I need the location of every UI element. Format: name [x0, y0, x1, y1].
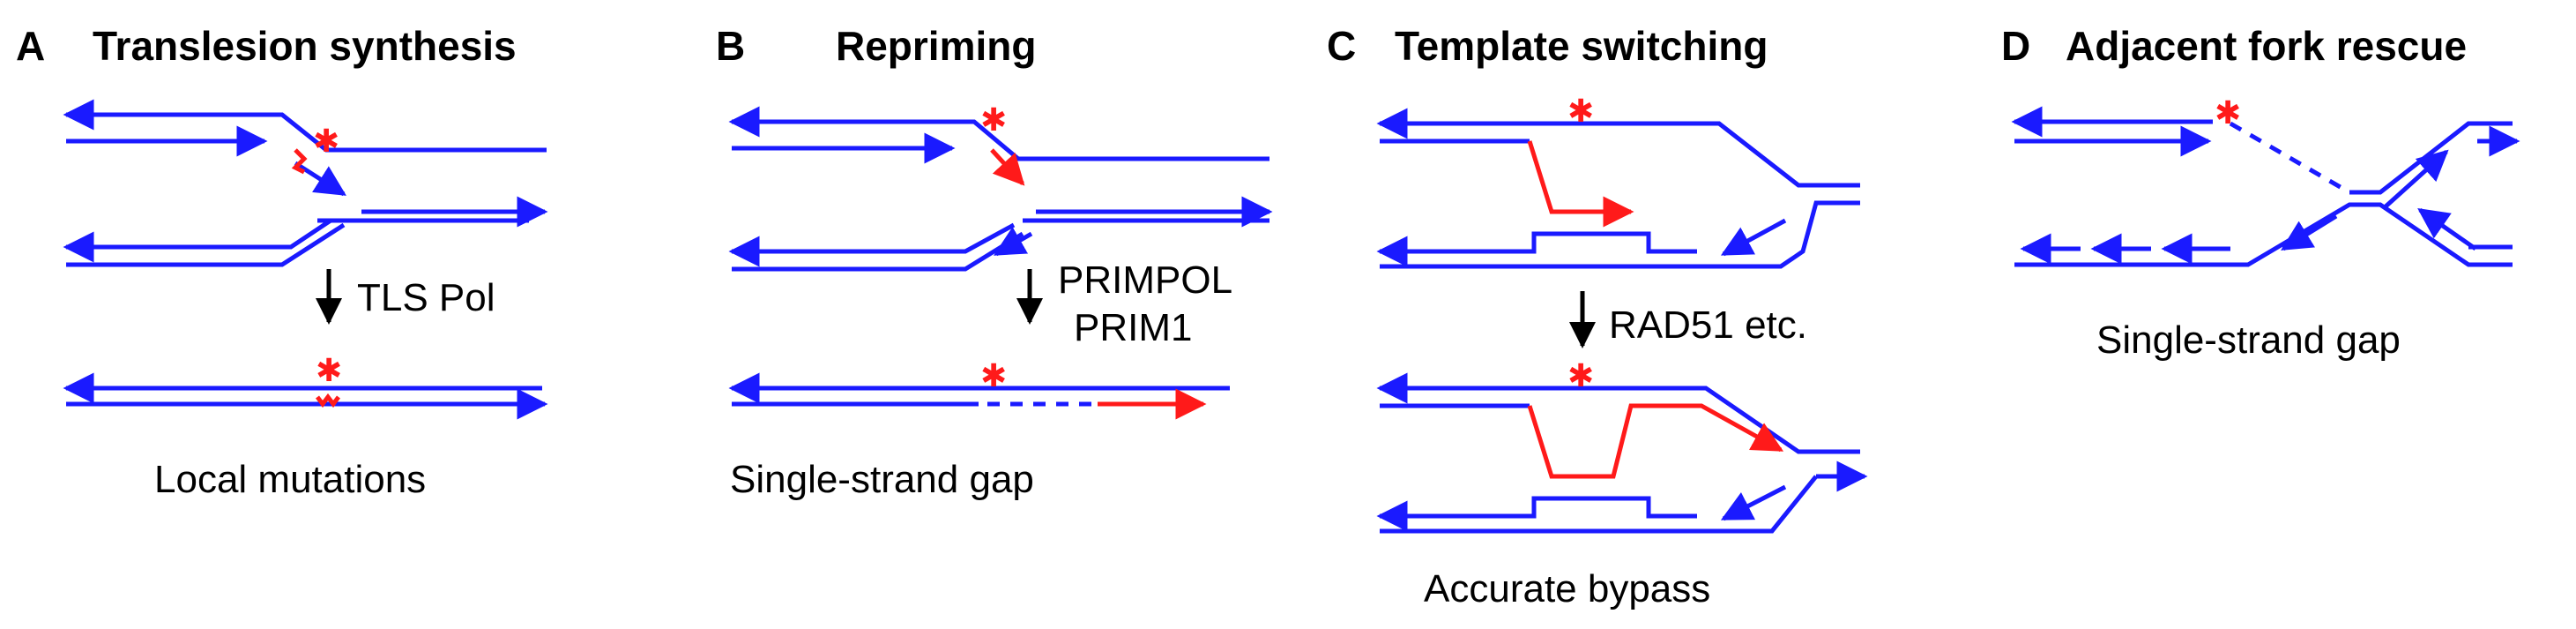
panel-c-step-label: RAD51 etc. [1609, 303, 1807, 347]
panel-c-title: Template switching [1395, 23, 1768, 69]
panel-a-mutation-mark [316, 393, 340, 408]
panel-c-letter: C [1327, 23, 1356, 69]
panel-c-lower-template-2 [1376, 496, 1697, 532]
panel-c-parental-top-2 [1376, 372, 1860, 454]
lesion-star-icon: ✱ [1567, 358, 1594, 394]
panel-b-step-label-2: PRIM1 [1074, 306, 1192, 349]
panel-c-lower-nascent [1720, 218, 1787, 257]
lesion-star-icon: ✱ [980, 102, 1007, 139]
panel-c-parental-top [1376, 108, 1860, 188]
panel-a-parental-top [63, 99, 547, 153]
panel-a-lower-strand-1 [63, 218, 332, 263]
panel-a-fork-top-arm [294, 161, 346, 197]
panel-c-lower-nascent-2 [1720, 484, 1787, 521]
panel-b: B Repriming ✱ PRIMPOL PRIM1 ✱ Single-str… [716, 23, 1273, 501]
panel-b-step-label-1: PRIMPOL [1058, 258, 1232, 302]
panel-b-parental-top [728, 106, 1269, 161]
panel-d-outcome: Single-strand gap [2096, 318, 2401, 362]
panel-b-outcome: Single-strand gap [730, 458, 1034, 501]
panel-a-step-label: TLS Pol [357, 276, 495, 319]
panel-b-title: Repriming [836, 23, 1036, 69]
lesion-star-icon: ✱ [980, 358, 1007, 394]
panel-d: D Adjacent fork rescue ✱ Single-strand g… [2001, 23, 2520, 362]
panel-a-title: Translesion synthesis [93, 23, 517, 69]
panel-a-letter: A [16, 23, 45, 69]
panel-d-center-top [2349, 121, 2513, 195]
panel-d-inner-down [2281, 213, 2338, 251]
panel-a-outcome: Local mutations [154, 458, 426, 501]
panel-d-letter: D [2001, 23, 2030, 69]
panel-d-inner-up [2383, 149, 2449, 209]
panel-b-letter: B [716, 23, 745, 69]
panel-a-lower-strand-2 [66, 222, 346, 267]
panel-d-inner-right [2417, 207, 2477, 251]
panel-b-primer-red [990, 148, 1025, 186]
panel-d-gap [2229, 121, 2351, 195]
panel-c-lower-strand-2 [1380, 475, 1818, 534]
lesion-star-icon: ✱ [1567, 94, 1594, 130]
panel-a-tls-insertion [291, 148, 308, 175]
panel-c-nascent-red-2 [1527, 403, 1784, 479]
panel-b-small-arrow [993, 227, 1033, 257]
panel-b-lower-strand-1 [728, 222, 1016, 267]
panel-c-lower-template [1376, 231, 1697, 267]
panel-d-title: Adjacent fork rescue [2066, 23, 2467, 69]
panel-c-lower-strand [1380, 200, 1860, 269]
panel-c-nascent-red [1527, 140, 1634, 228]
panel-c: C Template switching ✱ RAD51 etc. ✱ Accu… [1327, 23, 1868, 610]
panel-d-center-bottom [2014, 202, 2513, 267]
panel-a: A Translesion synthesis ✱ TLS Pol ✱ Loca… [16, 23, 548, 501]
lesion-star-icon: ✱ [316, 353, 342, 389]
panel-c-outcome: Accurate bypass [1424, 567, 1710, 610]
lesion-star-icon: ✱ [313, 124, 339, 160]
